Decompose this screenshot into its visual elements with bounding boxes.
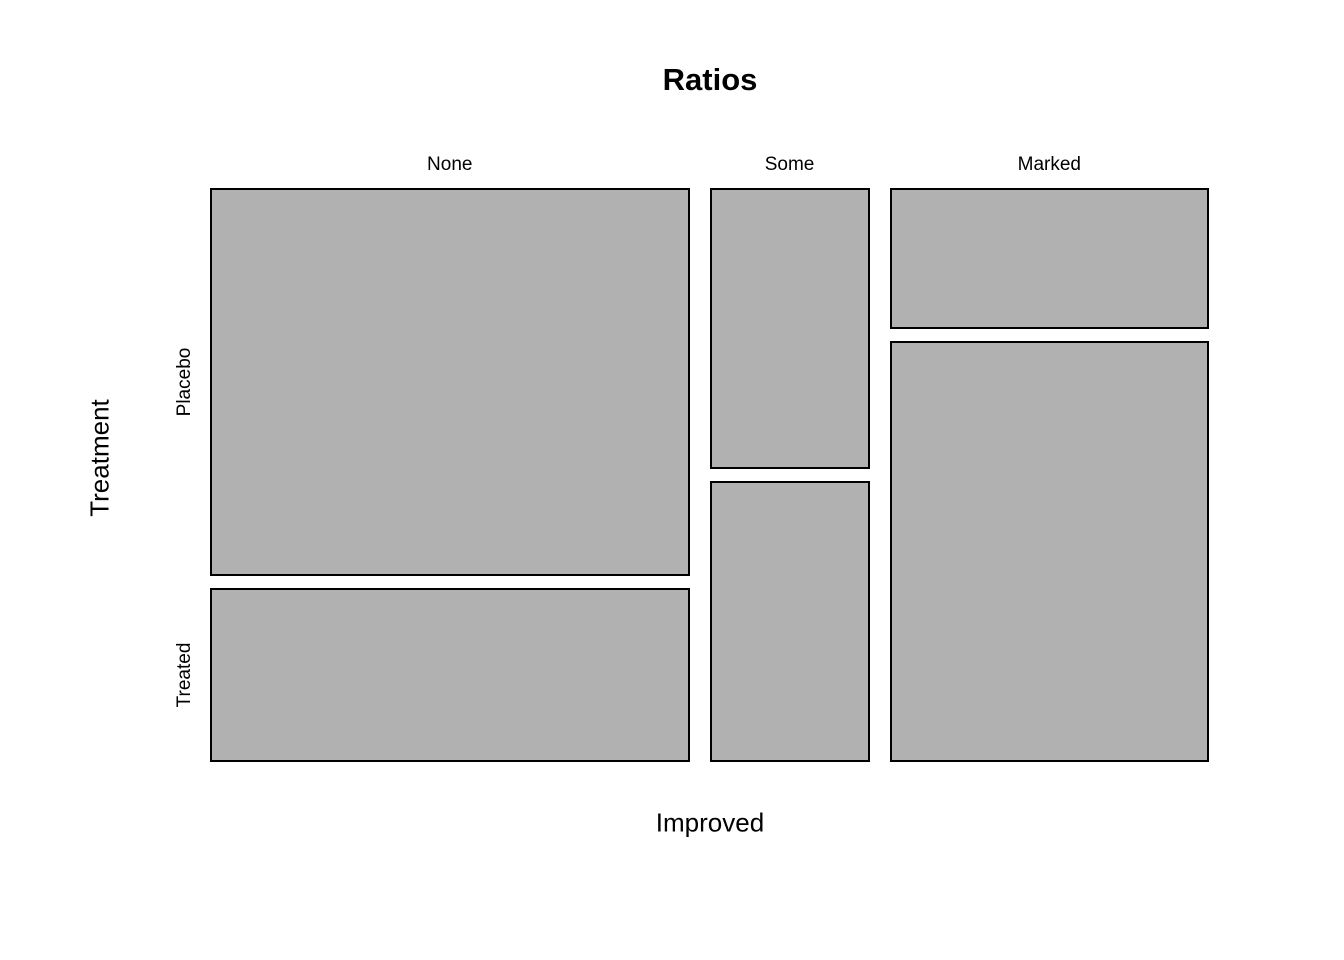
row-label-treated: Treated bbox=[174, 642, 195, 708]
mosaic-cell-treated-none bbox=[210, 587, 690, 762]
chart-title: Ratios bbox=[662, 62, 758, 97]
mosaic-cell-placebo-none bbox=[210, 188, 690, 576]
row-label-placebo: Placebo bbox=[174, 347, 195, 417]
column-label-some: Some bbox=[764, 154, 815, 175]
x-axis-label: Improved bbox=[655, 807, 765, 838]
y-axis-label: Treatment bbox=[84, 399, 115, 517]
column-label-marked: Marked bbox=[1017, 154, 1081, 175]
mosaic-cell-placebo-some bbox=[709, 188, 870, 469]
column-label-none: None bbox=[427, 154, 473, 175]
mosaic-cell-treated-marked bbox=[889, 340, 1209, 762]
mosaic-cell-placebo-marked bbox=[889, 188, 1209, 329]
mosaic-cell-treated-some bbox=[709, 481, 870, 762]
